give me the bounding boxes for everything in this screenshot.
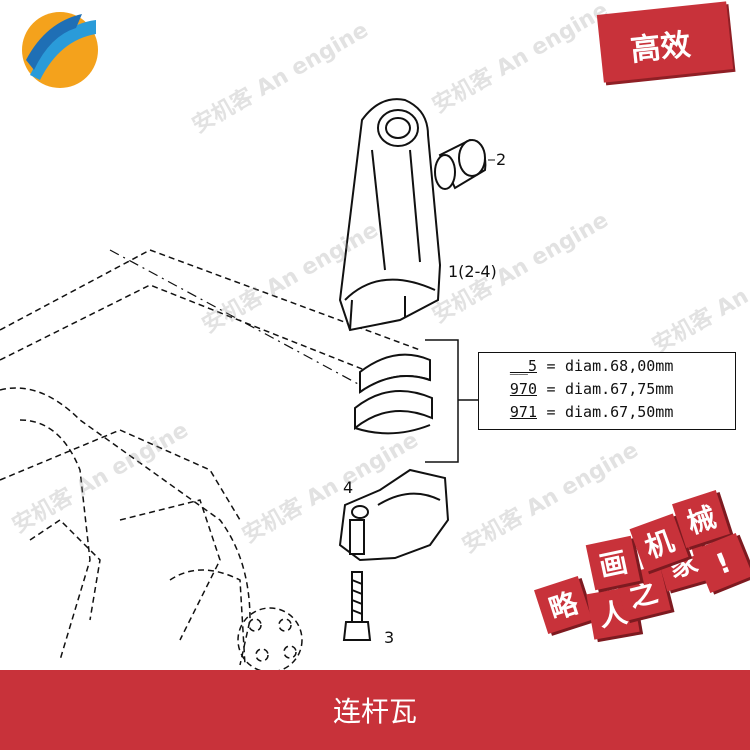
equals-sign: = (546, 357, 556, 375)
bearing-diameter: diam.68,00mm (565, 357, 674, 375)
label-cap: 4 (343, 478, 354, 497)
label-bolt: 3 (384, 628, 395, 647)
rod-cap (338, 468, 450, 562)
brand-logo (22, 12, 98, 88)
slogan-cube: 画 (585, 535, 641, 591)
rod-bolt (342, 571, 372, 641)
table-row: 970 = diam.67,75mm (489, 380, 673, 398)
table-row: __5 = diam.68,00mm (489, 357, 673, 375)
piston-pin-bushing (434, 138, 487, 190)
connecting-rod (338, 98, 442, 332)
table-row: 971 = diam.67,50mm (489, 403, 673, 421)
caption-title: 连杆瓦 (332, 695, 417, 728)
bearing-bracket (425, 339, 459, 463)
caption-bar: 连杆瓦 (0, 670, 750, 750)
equals-sign: = (546, 403, 556, 421)
bearing-diameter: diam.67,50mm (565, 403, 674, 421)
bearing-shells (354, 353, 433, 435)
bearing-code: __5 (509, 357, 537, 375)
bearing-code: 970 (509, 380, 537, 398)
label-conrod: 1(2-4) (448, 262, 497, 281)
assembly-axis-line (109, 249, 361, 386)
badge-text: 高效 (628, 27, 693, 69)
efficiency-badge: 高效 (596, 1, 734, 83)
equals-sign: = (546, 380, 556, 398)
crankshaft (0, 249, 421, 673)
bearing-diameter: diam.67,75mm (565, 380, 674, 398)
label-bushing: 2 (496, 150, 507, 169)
bearing-code: 971 (509, 403, 537, 421)
bearing-size-table: __5 = diam.68,00mm 970 = diam.67,75mm 971 = di… (478, 352, 736, 430)
